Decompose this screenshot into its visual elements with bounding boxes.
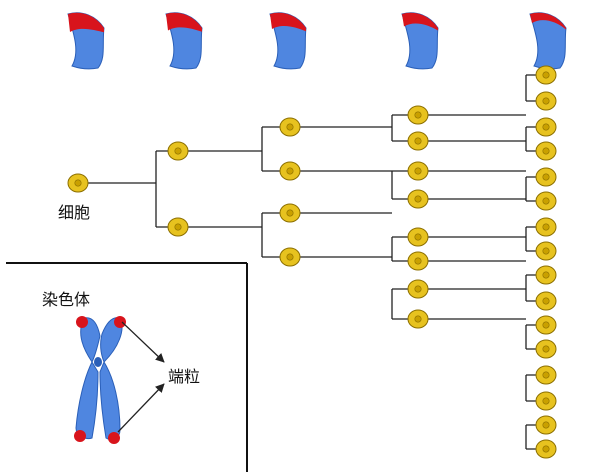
- cell-nucleus: [414, 285, 422, 293]
- cell-node: [535, 315, 557, 335]
- telomere-cap: [270, 12, 306, 32]
- cell-nucleus: [542, 271, 550, 279]
- cell-node: [535, 339, 557, 359]
- cell-nucleus: [542, 345, 550, 353]
- cell-nucleus: [286, 167, 294, 175]
- arrow-to-telomere-label: [117, 383, 165, 433]
- cell-node: [535, 415, 557, 435]
- cell-nucleus: [542, 247, 550, 255]
- cell-node: [407, 131, 429, 151]
- cell-node: [535, 241, 557, 261]
- cell-node: [407, 105, 429, 125]
- cell-nucleus: [542, 97, 550, 105]
- cell-nucleus: [542, 397, 550, 405]
- cell-nucleus: [414, 233, 422, 241]
- telomere-cap: [402, 12, 438, 31]
- cell-nucleus: [542, 71, 550, 79]
- cell-nucleus: [414, 111, 422, 119]
- chromosome-piece: [401, 12, 439, 70]
- telomere-tip: [108, 432, 120, 444]
- cell-nucleus: [414, 137, 422, 145]
- cell-nucleus: [542, 371, 550, 379]
- cell-node: [407, 279, 429, 299]
- chromosome-illustration: [74, 316, 126, 444]
- cell-node: [407, 189, 429, 209]
- cell-node: [167, 141, 189, 161]
- telomere-cap: [68, 12, 104, 33]
- cell-nucleus: [542, 421, 550, 429]
- telomere-label: 端粒: [168, 367, 200, 386]
- telomere-tip: [74, 430, 86, 442]
- cell-nucleus: [174, 223, 182, 231]
- cell-node: [279, 117, 301, 137]
- chromosome-piece: [269, 12, 307, 70]
- cell-label: 细胞: [58, 203, 90, 222]
- cell-node: [407, 161, 429, 181]
- arrow-to-telomere-label: [121, 321, 165, 363]
- chromosome-row: [67, 12, 567, 70]
- chromosome-piece: [67, 12, 105, 70]
- cell-node: [535, 91, 557, 111]
- cell-node: [535, 117, 557, 137]
- cell-node: [535, 217, 557, 237]
- cell-nucleus: [542, 123, 550, 131]
- telomere-cap: [166, 12, 202, 32]
- cell-nucleus: [414, 315, 422, 323]
- cell-node: [407, 309, 429, 329]
- cell-nucleus: [414, 167, 422, 175]
- cell-nucleus: [542, 321, 550, 329]
- cell-node: [535, 191, 557, 211]
- cell-nucleus: [74, 179, 82, 187]
- cell-nucleus: [542, 147, 550, 155]
- chromatid-arm: [100, 317, 123, 363]
- cell-node: [535, 365, 557, 385]
- division-tree-lines: [78, 74, 546, 450]
- telomere-arrows: [117, 321, 165, 433]
- cell-nucleus: [542, 197, 550, 205]
- cell-node: [279, 203, 301, 223]
- cell-nucleus: [414, 195, 422, 203]
- division-tree-cells: [67, 65, 557, 459]
- centromere: [94, 357, 102, 367]
- telomere-tip: [114, 316, 126, 328]
- cell-node: [535, 391, 557, 411]
- chromatid-arm: [99, 360, 121, 441]
- cell-node: [535, 439, 557, 459]
- cell-nucleus: [542, 173, 550, 181]
- cell-node: [407, 251, 429, 271]
- cell-nucleus: [414, 257, 422, 265]
- cell-node: [407, 227, 429, 247]
- cell-nucleus: [286, 123, 294, 131]
- cell-node: [535, 141, 557, 161]
- chromosome-piece: [529, 12, 567, 70]
- cell-node: [67, 173, 89, 193]
- cell-nucleus: [542, 445, 550, 453]
- cell-node: [535, 65, 557, 85]
- cell-node: [535, 167, 557, 187]
- cell-nucleus: [286, 209, 294, 217]
- cell-nucleus: [174, 147, 182, 155]
- legend-box: 染色体 端粒: [6, 262, 248, 472]
- cell-node: [279, 161, 301, 181]
- cell-node: [167, 217, 189, 237]
- cell-node: [535, 265, 557, 285]
- cell-nucleus: [542, 223, 550, 231]
- chromatid-arm: [75, 360, 99, 439]
- cell-nucleus: [286, 253, 294, 261]
- chromatid-arm: [80, 317, 101, 363]
- chromosome-piece: [165, 12, 203, 70]
- cell-nucleus: [542, 297, 550, 305]
- chromosome-label: 染色体: [42, 290, 90, 309]
- cell-node: [279, 247, 301, 267]
- telomere-cap: [530, 12, 566, 30]
- telomere-tip: [76, 316, 88, 328]
- cell-node: [535, 291, 557, 311]
